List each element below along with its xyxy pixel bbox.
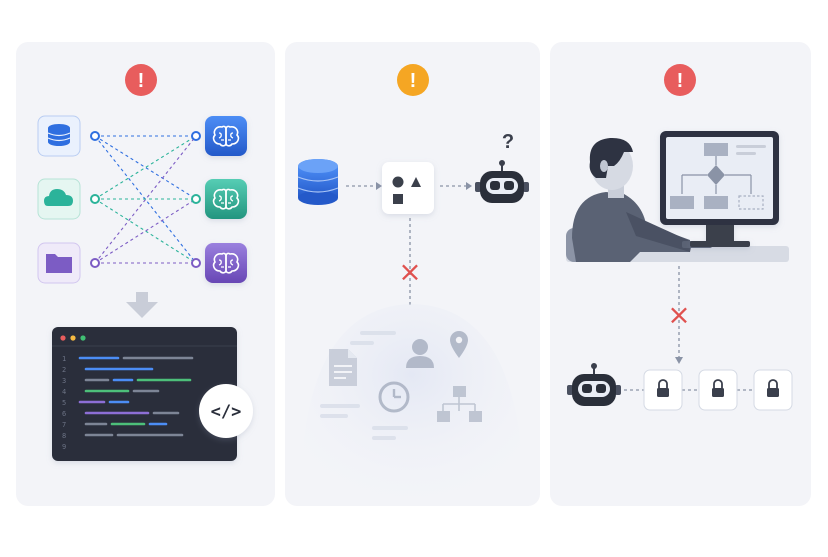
line-number: 5 [62,399,66,407]
clock-icon [378,381,410,413]
document-icon [329,349,357,386]
lock-icon [643,369,683,411]
blocked-cross: × [667,298,690,331]
arrowhead [466,182,472,190]
line-number: 1 [62,355,66,363]
person-at-computer [566,137,789,262]
panel-access: ! [550,42,811,506]
line-number: 7 [62,421,66,429]
warning-icon: ! [125,64,157,96]
code-editor [52,327,237,461]
line-numbers: 1 2 3 4 5 6 7 8 9 [62,355,66,451]
lock-icon [753,369,793,411]
database-icon [297,159,339,205]
panel-context: ! ? × [285,42,540,506]
code-badge: </> [199,384,253,438]
svg-text:!: ! [138,70,145,92]
warning-icon: ! [397,64,429,96]
brain-icon [205,116,247,156]
arrow-down-icon [126,292,158,318]
database-icon [37,115,81,157]
line-number: 2 [62,366,66,374]
shapes-box [382,162,434,214]
line-number: 6 [62,410,66,418]
svg-text:!: ! [677,70,684,92]
warning-icon: ! [664,64,696,96]
folder-icon [37,242,81,284]
context-cloud [300,304,524,506]
svg-text:!: ! [410,70,417,92]
line-number: 8 [62,432,66,440]
location-pin-icon [450,331,468,358]
brain-icon [205,243,247,283]
panel-background [550,42,811,506]
connection-lines [94,135,197,264]
brain-icon [205,179,247,219]
connection-nodes [90,131,201,268]
code-icon: </> [211,402,242,422]
cloud-icon [37,178,81,220]
line-number: 3 [62,377,66,385]
question-mark: ? [502,131,514,153]
user-icon [406,339,434,368]
hierarchy-icon [437,386,482,422]
line-number: 4 [62,388,66,396]
arrowhead [675,357,683,364]
context-items [320,331,482,440]
flowchart-screen [670,143,766,210]
arrowhead [376,182,382,190]
lock-icon [698,369,738,411]
panel-integration: ! [16,42,275,506]
blocked-cross: × [398,255,421,288]
line-number: 9 [62,443,66,451]
code-lines [78,356,194,437]
